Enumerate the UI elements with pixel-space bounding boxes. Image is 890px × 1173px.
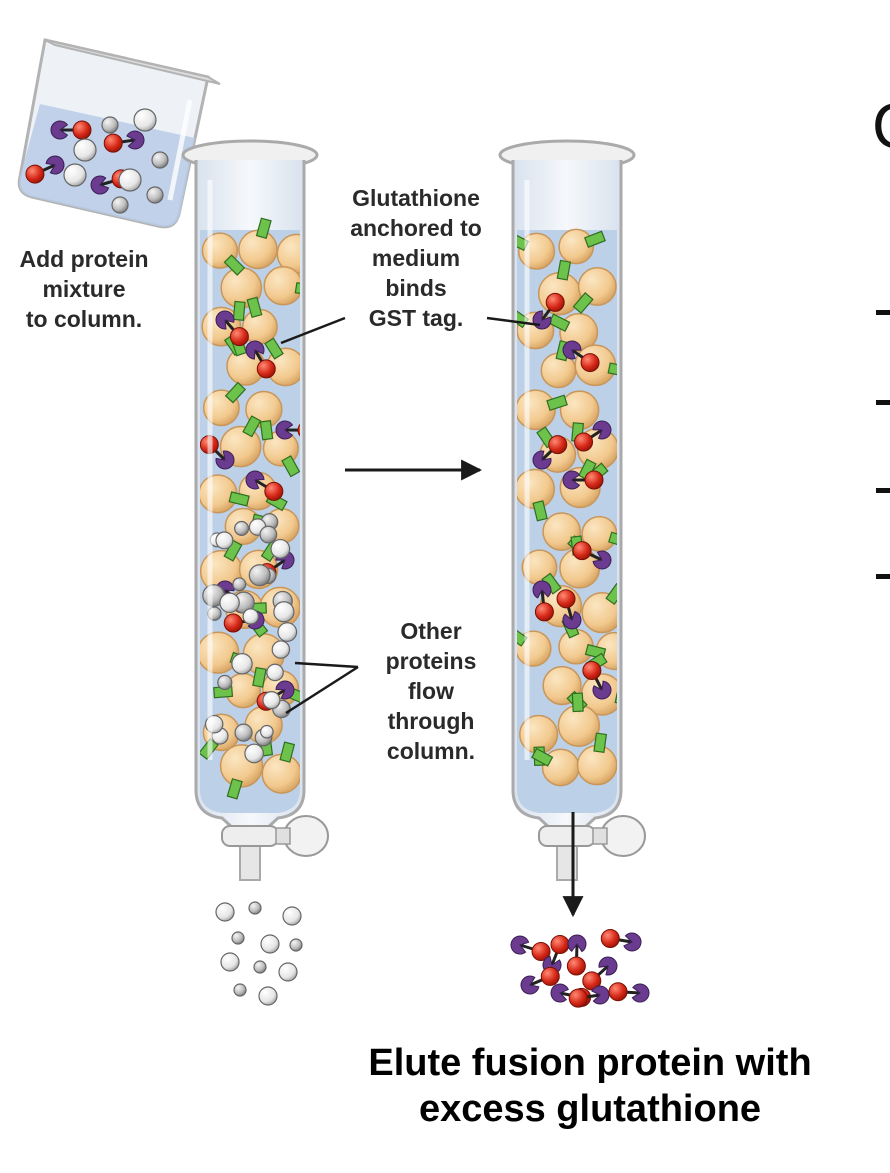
beaker bbox=[19, 40, 220, 227]
label-add-mixture-line: Add protein bbox=[0, 245, 168, 275]
label-glutathione-line: Glutathione bbox=[327, 184, 505, 214]
label-glutathione-line: medium bbox=[327, 244, 505, 274]
glutathione-tag bbox=[572, 693, 583, 711]
fusion-protein bbox=[551, 935, 569, 953]
fusion-protein bbox=[73, 121, 91, 139]
other-protein bbox=[235, 724, 252, 741]
other-protein bbox=[245, 744, 264, 763]
label-other-proteins-line: through bbox=[360, 707, 502, 737]
partial-title-letter: G bbox=[872, 90, 890, 162]
glutathione-tag bbox=[594, 733, 606, 752]
label-other-proteins: Other proteins flow through column. bbox=[360, 617, 502, 766]
other-protein bbox=[249, 565, 270, 586]
column-right bbox=[500, 141, 645, 880]
other-protein bbox=[102, 117, 118, 133]
other-protein bbox=[218, 675, 232, 689]
other-protein bbox=[216, 532, 233, 549]
fusion-protein bbox=[230, 328, 248, 346]
other-protein bbox=[221, 953, 239, 971]
other-protein bbox=[254, 961, 266, 973]
label-other-proteins-line: Other bbox=[360, 617, 502, 647]
gst-tag bbox=[521, 976, 539, 994]
fusion-protein bbox=[541, 967, 559, 985]
other-protein bbox=[290, 939, 302, 951]
label-glutathione: Glutathione anchored to medium binds GST… bbox=[327, 184, 505, 333]
other-protein bbox=[267, 664, 283, 680]
flow-through-proteins bbox=[216, 902, 302, 1005]
fusion-protein bbox=[569, 989, 587, 1007]
fusion-protein bbox=[557, 590, 575, 608]
column-left bbox=[183, 141, 328, 880]
label-other-proteins-line: proteins bbox=[360, 647, 502, 677]
fusion-protein bbox=[224, 614, 242, 632]
fusion-protein bbox=[546, 293, 564, 311]
fusion-protein bbox=[601, 930, 619, 948]
glutathione-tag bbox=[304, 231, 324, 250]
other-protein bbox=[232, 654, 252, 674]
other-protein bbox=[259, 987, 277, 1005]
glutathione-tag bbox=[233, 301, 245, 320]
label-add-mixture-line: mixture bbox=[0, 275, 168, 305]
other-protein bbox=[112, 197, 128, 213]
other-protein bbox=[243, 609, 258, 624]
fusion-protein bbox=[535, 603, 553, 621]
other-protein bbox=[279, 963, 297, 981]
other-protein bbox=[147, 187, 163, 203]
other-protein bbox=[260, 526, 277, 543]
other-protein bbox=[272, 641, 289, 658]
label-add-mixture: Add protein mixture to column. bbox=[0, 245, 168, 335]
slide-bullets bbox=[876, 310, 890, 579]
other-protein bbox=[271, 540, 290, 559]
other-protein bbox=[261, 726, 274, 739]
other-protein bbox=[64, 164, 86, 186]
other-protein bbox=[274, 602, 294, 622]
label-glutathione-line: anchored to bbox=[327, 214, 505, 244]
fusion-protein bbox=[265, 482, 283, 500]
gst-tag bbox=[511, 936, 529, 954]
other-protein bbox=[134, 109, 156, 131]
other-protein bbox=[152, 152, 168, 168]
glutathione-tag bbox=[260, 421, 272, 440]
fusion-protein bbox=[609, 983, 627, 1001]
label-other-proteins-line: column. bbox=[360, 737, 502, 767]
other-protein bbox=[261, 935, 279, 953]
other-protein bbox=[234, 984, 246, 996]
other-protein bbox=[283, 907, 301, 925]
other-protein bbox=[232, 932, 244, 944]
fusion-protein bbox=[257, 360, 275, 378]
other-protein bbox=[216, 903, 234, 921]
other-protein bbox=[220, 593, 239, 612]
fusion-protein bbox=[573, 542, 591, 560]
fusion-protein bbox=[26, 165, 44, 183]
label-glutathione-line: binds bbox=[327, 274, 505, 304]
eluted-fusion-proteins bbox=[511, 930, 649, 1008]
caption: Elute fusion protein with excess glutath… bbox=[300, 1040, 880, 1133]
fusion-protein bbox=[581, 354, 599, 372]
caption-line: excess glutathione bbox=[300, 1086, 880, 1132]
other-protein bbox=[233, 578, 246, 591]
other-protein bbox=[278, 623, 297, 642]
label-add-mixture-line: to column. bbox=[0, 305, 168, 335]
fusion-protein bbox=[567, 957, 585, 975]
other-protein bbox=[74, 139, 96, 161]
label-glutathione-line: GST tag. bbox=[327, 304, 505, 334]
fusion-protein bbox=[549, 436, 567, 454]
other-protein bbox=[235, 522, 249, 536]
other-protein bbox=[119, 169, 141, 191]
fusion-protein bbox=[583, 661, 601, 679]
caption-line: Elute fusion protein with bbox=[300, 1040, 880, 1086]
fusion-protein bbox=[585, 471, 603, 489]
other-protein bbox=[249, 902, 261, 914]
label-other-proteins-line: flow bbox=[360, 677, 502, 707]
fusion-protein bbox=[575, 433, 593, 451]
other-protein bbox=[263, 692, 280, 709]
fusion-protein bbox=[104, 134, 122, 152]
